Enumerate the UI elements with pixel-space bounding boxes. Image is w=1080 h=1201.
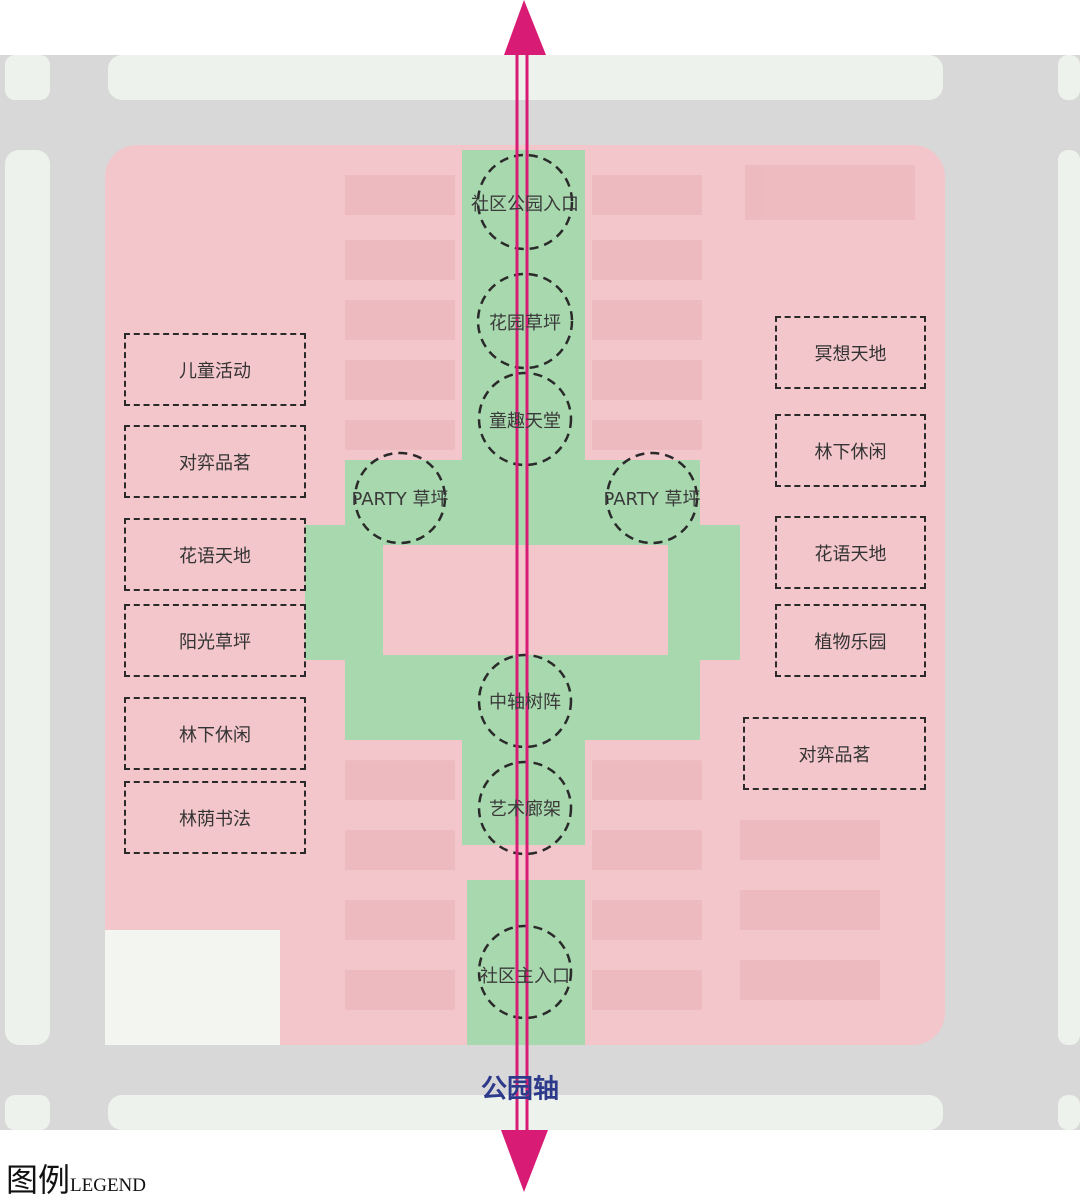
node-circles [353,153,699,1020]
block [5,1095,50,1130]
node-label: 艺术廊架 [489,799,561,820]
node-label: 社区公园入口 [471,194,579,215]
block [1058,1095,1080,1130]
corner-plot [105,930,280,1045]
legend-title-en: LEGEND [70,1175,146,1196]
node-label: PARTY 草坪 [603,489,701,510]
block [5,55,50,100]
zone-box: 花语天地 [124,518,306,591]
axis-label: 公园轴 [480,1074,560,1105]
zone-box: 对弈品茗 [743,717,926,790]
node-label: 花园草坪 [489,313,561,334]
park-axis [501,0,548,1192]
legend-title: 图例LEGEND [6,1155,146,1201]
node-label: 中轴树阵 [489,692,561,713]
zone-box: 植物乐园 [775,604,926,677]
zone-box: 对弈品茗 [124,425,306,498]
central-green [305,150,740,845]
zone-box: 冥想天地 [775,316,926,389]
node-label: 社区主入口 [480,966,570,987]
block [5,150,50,1045]
zone-box: 林荫书法 [124,781,306,854]
arrow-down-icon [501,1130,548,1192]
building-rows [345,165,915,1010]
zone-box: 阳光草坪 [124,604,306,677]
legend-title-cn: 图例 [6,1161,71,1199]
node-label: 童趣天堂 [489,411,561,432]
block [1058,55,1080,100]
block [1058,150,1080,1045]
zone-box: 花语天地 [775,516,926,589]
zone-box: 儿童活动 [124,333,306,406]
zone-box: 林下休闲 [775,414,926,487]
zone-box: 林下休闲 [124,697,306,770]
node-label: PARTY 草坪 [351,489,449,510]
arrow-up-icon [504,0,546,55]
